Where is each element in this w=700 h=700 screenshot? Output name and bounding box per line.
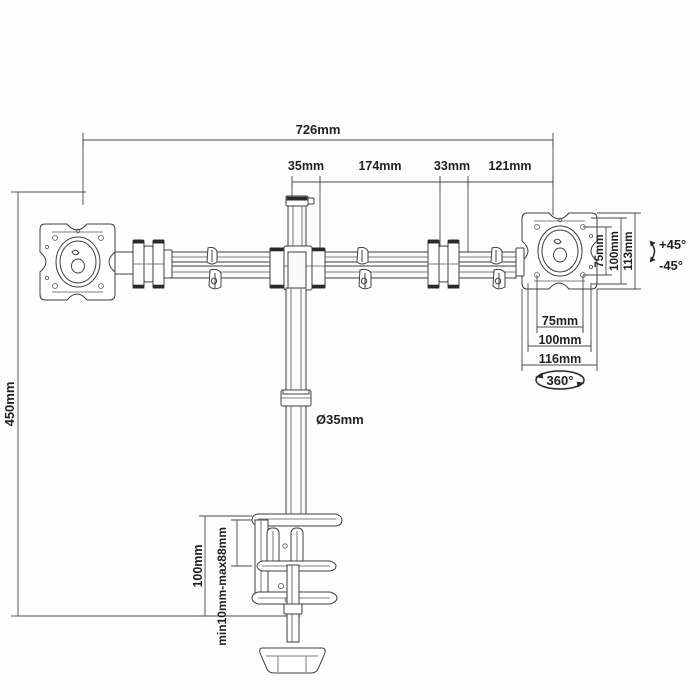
left-tilt-joint — [114, 239, 173, 289]
dim-label-vesa-v-100: 100mm — [609, 231, 621, 271]
dim-label-plate-height-113: 113mm — [623, 231, 635, 270]
dim-label-segment-b: 174mm — [358, 159, 401, 173]
left-vesa-plate — [39, 223, 116, 301]
dim-label-vesa-h-75: 75mm — [542, 314, 578, 328]
right-vesa-plate — [521, 212, 598, 290]
dimension-overall-height — [11, 191, 300, 617]
dimension-clamp-range — [231, 519, 252, 567]
dim-label-clamp-depth: 100mm — [191, 544, 205, 587]
dim-label-vesa-v-75: 75mm — [594, 234, 606, 267]
dim-label-tilt-down: -45° — [659, 258, 683, 273]
right-tilt-joint — [515, 247, 525, 277]
tilt-angle-symbol — [649, 240, 656, 263]
dimension-chain-segments — [291, 176, 554, 252]
dim-label-pole-diameter: Ø35mm — [316, 412, 364, 427]
dim-label-overall-height: 450mm — [2, 382, 17, 427]
dim-label-segment-c: 33mm — [434, 159, 470, 173]
dim-label-plate-width-116: 116mm — [539, 352, 581, 366]
dim-label-segment-d: 121mm — [488, 159, 531, 173]
dim-label-vesa-h-100: 100mm — [538, 333, 581, 347]
right-arm-tubes-inner — [324, 246, 429, 290]
dimension-vesa-horizontal — [521, 275, 598, 371]
rotation-symbol — [535, 370, 585, 390]
dim-label-overall-width: 726mm — [296, 122, 341, 137]
dim-label-clamp-range: min10mm-max88mm — [215, 527, 229, 646]
pole-top-cap — [285, 195, 315, 253]
desk-clamp-assembly — [251, 513, 343, 674]
dim-label-segment-a: 35mm — [288, 159, 324, 173]
dim-label-rotation: 360° — [547, 373, 574, 388]
main-pole — [280, 287, 312, 515]
dim-label-tilt-up: +45° — [659, 237, 686, 252]
left-arm-tubes — [171, 246, 286, 290]
right-mid-joint — [427, 239, 460, 289]
right-arm-tubes-outer — [458, 246, 517, 290]
dimension-vesa-vertical — [583, 212, 641, 290]
center-hub-joint — [269, 245, 326, 291]
dimension-clamp-depth — [199, 515, 252, 617]
